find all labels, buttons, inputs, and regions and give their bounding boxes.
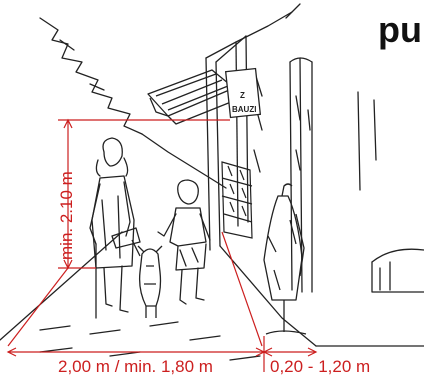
shop-sign: Z BAUZI — [226, 69, 261, 118]
child-pedestrian — [158, 180, 210, 304]
walkway-width-label: 2,00 m / min. 1,80 m — [58, 357, 213, 376]
furniture-zone-width-label: 0,20 - 1,20 m — [270, 357, 370, 376]
walkway-edge-guide — [222, 232, 262, 346]
shop-sign-letter: Z — [240, 91, 245, 100]
walkway-left-guide — [8, 268, 68, 346]
shop-awning — [148, 70, 236, 124]
clothes-rack — [264, 184, 306, 334]
guide-dog — [132, 240, 162, 318]
shop-sign-word: BAUZI — [232, 105, 256, 114]
pedestrian-with-cane — [90, 138, 140, 318]
clear-height-label: min. 2.10 m — [57, 171, 76, 260]
